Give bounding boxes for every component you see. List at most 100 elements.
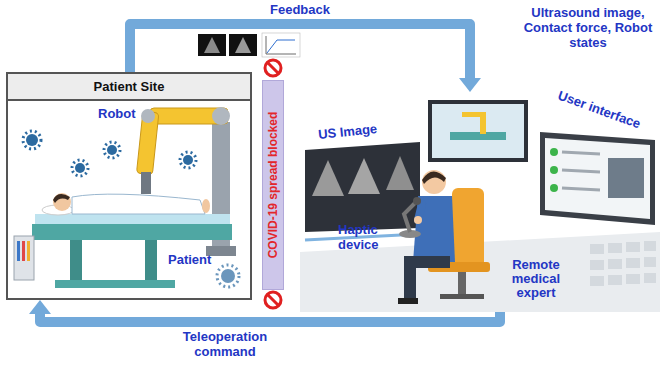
arrow-head: [29, 300, 51, 314]
bed: [145, 240, 157, 280]
virus-icons: [180, 152, 196, 168]
bedside-monitor: [14, 236, 34, 280]
part-label: Robot: [98, 106, 136, 121]
edge-label: Teleoperation command: [160, 329, 290, 359]
patient-figure: [72, 194, 205, 214]
screen-label: User interface: [556, 88, 643, 132]
part-label: Haptic device: [338, 222, 398, 252]
operator-figure: [398, 170, 455, 304]
feedback-thumbnails: [198, 33, 300, 57]
robot-arm: [141, 109, 155, 123]
bedside-monitor: [27, 241, 30, 261]
feedback-contents: Ultrasound image, Contact force, Robot s…: [522, 5, 654, 50]
virus-icons: [23, 131, 41, 149]
ui-monitor: [562, 152, 600, 154]
arrow-shaft: [40, 312, 500, 322]
console-desk: [590, 276, 604, 286]
no-sign: [265, 60, 281, 76]
feedback-thumbnails: [235, 37, 251, 53]
bed: [35, 214, 230, 224]
console-desk: [608, 275, 622, 285]
ui-monitor: [550, 166, 558, 174]
feedback-thumbnails: [198, 34, 226, 56]
ui-monitor: [562, 188, 600, 190]
operator-figure: [422, 171, 446, 184]
ui-monitor: [540, 132, 655, 225]
virus-icons: [104, 142, 120, 158]
us-monitor: [348, 158, 380, 194]
virus-icons: [72, 160, 88, 176]
virus-icons: [221, 269, 235, 283]
console-desk: [626, 242, 640, 252]
scene-monitor: [450, 132, 506, 140]
haptic-device: [404, 202, 416, 232]
haptic-device: [413, 197, 421, 205]
patient-figure: [202, 199, 210, 213]
robot-arm: [141, 172, 151, 194]
feedback-thumbnails: [266, 36, 296, 54]
console-desk: [644, 257, 656, 267]
virus-icons: [75, 163, 85, 173]
part-label: Patient: [168, 252, 211, 267]
operator-figure: [398, 298, 418, 304]
ui-monitor: [562, 170, 600, 172]
bed: [70, 240, 82, 280]
robot-arm: [212, 107, 230, 125]
virus-icons: [26, 134, 38, 146]
operator-figure: [413, 196, 455, 262]
feedback-thumbnails: [204, 37, 220, 53]
bedside-monitor: [22, 241, 25, 261]
console-desk: [626, 258, 640, 268]
barrier-text: COVID-19 spread blocked: [266, 112, 280, 259]
us-monitor: [305, 142, 420, 232]
scene-monitor: [428, 100, 528, 162]
arrow-head: [459, 78, 481, 92]
virus-icons: [107, 145, 117, 155]
scene-monitor: [462, 112, 486, 117]
bed: [32, 214, 232, 288]
scene-monitor: [432, 104, 524, 158]
patient-figure: [42, 193, 210, 215]
ui-monitor: [540, 132, 655, 225]
operator-chair: [440, 294, 484, 299]
role-label: Remote medical expert: [493, 258, 579, 300]
us-monitor: [312, 160, 344, 196]
feedback-thumbnails: [267, 40, 295, 53]
patient-figure: [53, 193, 71, 211]
robot-arm: [136, 107, 230, 194]
console-desk: [644, 273, 656, 283]
bed: [55, 280, 175, 288]
bedside-monitor: [17, 241, 20, 261]
no-sign: [267, 62, 279, 74]
ui-monitor: [550, 148, 558, 156]
patient-figure: [53, 194, 70, 203]
virus-icons: [217, 265, 239, 287]
console-desk: [608, 259, 622, 269]
operator-chair: [458, 272, 466, 294]
site-heading: Patient Site: [8, 74, 250, 101]
virus-icons: [183, 155, 193, 165]
feedback-thumbnails: [229, 34, 257, 56]
console-desk: [644, 241, 656, 251]
no-sign: [265, 292, 281, 308]
virus-icons: [23, 131, 239, 287]
operator-chair: [452, 188, 484, 270]
haptic-device: [399, 197, 422, 238]
ui-monitor: [545, 138, 650, 219]
flow-arrow: [29, 300, 500, 322]
haptic-device: [414, 216, 422, 224]
console-desk: [590, 244, 604, 254]
operator-figure: [404, 266, 416, 300]
scene-monitor: [428, 100, 528, 162]
edge-label: Feedback: [270, 2, 330, 17]
operator-figure: [422, 170, 446, 194]
ui-monitor: [608, 158, 644, 198]
bedside-monitor: [14, 236, 34, 280]
console-desk: [590, 241, 656, 286]
us-monitor: [386, 156, 414, 190]
barrier-band: COVID-19 spread blocked: [262, 80, 284, 290]
bed: [32, 224, 232, 240]
